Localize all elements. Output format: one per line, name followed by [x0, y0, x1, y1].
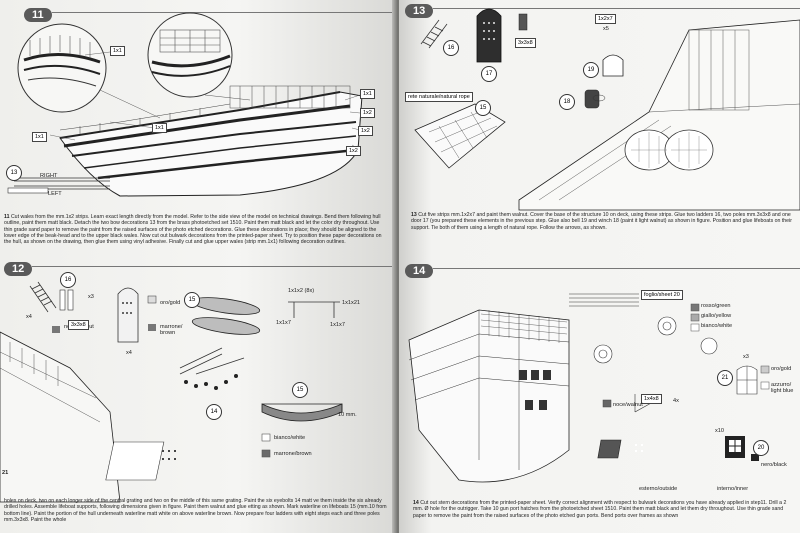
label-1x1-c: 1x1 [32, 132, 47, 142]
label-15-b: 15 [292, 382, 308, 398]
label-18: 18 [559, 94, 575, 110]
label-1x2x7: 1x2x7 [595, 14, 616, 24]
label-1x1x21: 1x1x21 [342, 300, 361, 306]
label-x5: x5 [603, 26, 609, 32]
label-1x1x7-a: 1x1x7 [276, 320, 291, 326]
step-14-illustration [408, 293, 770, 483]
label-1x2-e: 1x2 [346, 146, 361, 156]
label-1x1x2: 1x1x2 (8x) [288, 288, 315, 294]
label-color-1: rosso/green [701, 303, 731, 309]
step-11-illustration [7, 12, 363, 197]
label-20: 20 [753, 440, 769, 456]
label-interno: interno/inner [717, 486, 749, 492]
label-1x1-b: 1x1 [152, 123, 167, 133]
label-19: 19 [583, 62, 599, 78]
right-page: 13 [399, 0, 800, 533]
label-oro: oro/gold [160, 300, 181, 306]
step-12-illustration [0, 281, 343, 503]
label-14: 14 [206, 404, 222, 420]
step-11-text: Cut wales from the mm.1x2 strips. Learn … [4, 214, 382, 246]
step-11-instructions: 11 Cut wales from the mm.1x2 strips. Lea… [4, 214, 388, 245]
label-15-a: 15 [184, 292, 200, 308]
left-page: 11 [0, 0, 398, 533]
label-nero-black: nero/black [761, 462, 787, 468]
label-15: 15 [475, 100, 491, 116]
label-1x1x7-b: 1x1x7 [330, 322, 345, 328]
label-10mm: 10 mm. [338, 412, 357, 418]
label-1x4x8: 1x4x8 [641, 394, 662, 404]
label-16: 16 [443, 40, 459, 56]
label-left: LEFT [48, 191, 62, 197]
label-right: RIGHT [40, 173, 58, 179]
label-x10: x10 [715, 428, 725, 434]
label-noce-walnut: noce/walnut [613, 402, 643, 408]
label-x3: x3 [88, 294, 94, 300]
step-13-lead: 13 [411, 212, 417, 218]
label-x4-b: x4 [126, 350, 132, 356]
label-1x1-f: 1x1 [360, 89, 375, 99]
step-12-text: holes on deck, two on each longer side o… [4, 498, 387, 523]
label-4x: 4x [673, 398, 679, 404]
step-14-instructions: 14 Cut out stern decorations from the pr… [413, 500, 793, 519]
label-x3: x3 [743, 354, 749, 360]
label-1x2-d: 1x2 [358, 126, 373, 136]
step-13-badge: 13 [405, 4, 800, 18]
label-bianco: bianco/white [274, 435, 306, 441]
step-11-lead: 11 [4, 214, 10, 220]
label-3x3x8: 3x3x8 [515, 38, 536, 48]
label-sheet-20: foglio/sheet 20 [641, 290, 683, 300]
step-14-text: Cut out stern decorations from the print… [413, 500, 787, 519]
label-13: 13 [6, 165, 22, 181]
step-12-badge: 12 [4, 262, 398, 276]
step-14-badge: 14 [405, 264, 800, 278]
label-21: 21 [2, 470, 9, 476]
label-oro: oro/gold [771, 366, 792, 372]
label-azzurro: azzurro/ light blue [771, 382, 794, 394]
label-16: 16 [60, 272, 76, 288]
label-1x1-e: 1x2 [360, 108, 375, 118]
step-13-illustration [414, 8, 800, 211]
label-1x1-a: 1x1 [110, 46, 125, 56]
step-11-badge: 11 [24, 8, 398, 22]
label-marrone: marrone/ brown [160, 324, 183, 336]
label-3x3x8: 3x3x8 [68, 320, 89, 330]
label-x4-a: x4 [26, 314, 32, 320]
label-esterno: esterno/outside [639, 486, 678, 492]
label-color-3: bianco/white [701, 323, 733, 329]
step-13-instructions: 13 Cut five strips mm.1x2x7 and paint th… [411, 212, 793, 231]
label-color-2: giallo/yellow [701, 313, 732, 319]
label-marrone-brown: marrone/brown [274, 451, 312, 457]
step-14-lead: 14 [413, 500, 419, 506]
label-21: 21 [717, 370, 733, 386]
label-natural-rope: rete naturale/natural rope [405, 92, 473, 102]
step-13-text: Cut five strips mm.1x2x7 and paint them … [411, 212, 792, 231]
label-17: 17 [481, 66, 497, 82]
